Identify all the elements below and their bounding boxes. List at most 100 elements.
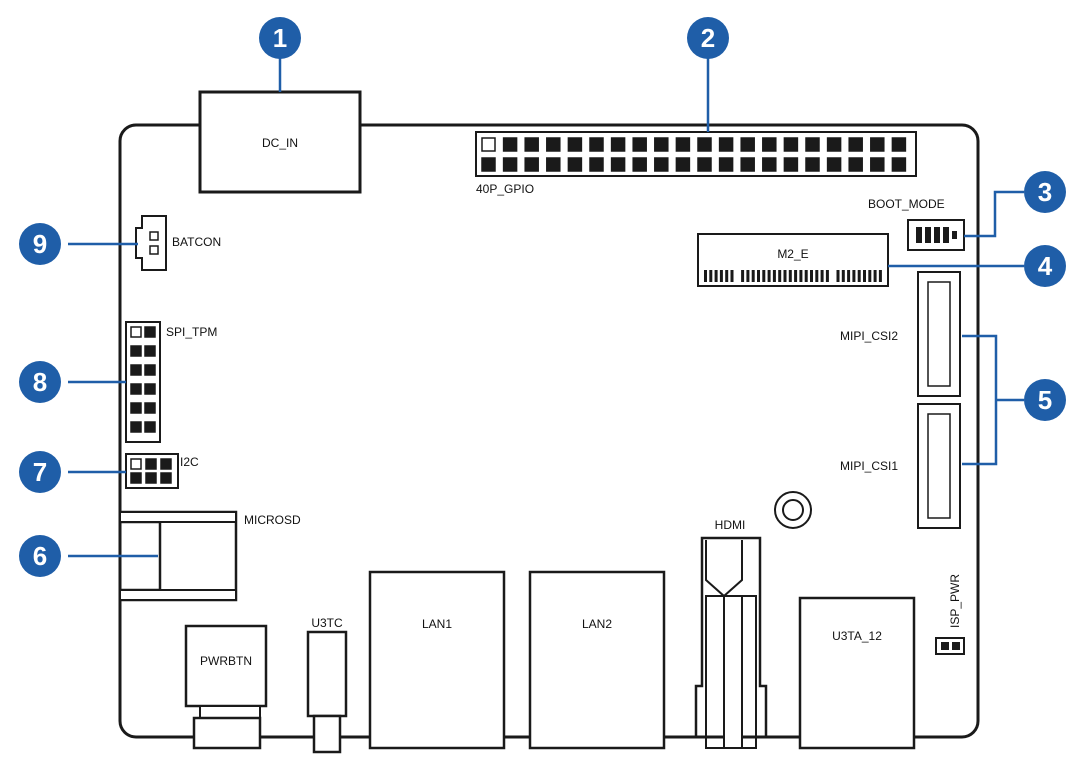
callout-3: 3 bbox=[1024, 171, 1066, 213]
m2-contact bbox=[709, 270, 713, 282]
m2-contact bbox=[804, 270, 808, 282]
gpio-pin bbox=[481, 157, 496, 172]
lan1-label: LAN1 bbox=[422, 617, 452, 631]
callout-9: 9 bbox=[19, 223, 61, 265]
callout-number: 3 bbox=[1038, 177, 1052, 207]
m2-contact bbox=[704, 270, 707, 282]
gpio-pin bbox=[632, 157, 647, 172]
pwrbtn-label: PWRBTN bbox=[200, 654, 252, 668]
gpio-pin bbox=[783, 157, 799, 172]
callout-circle bbox=[19, 361, 61, 403]
gpio-pin bbox=[805, 157, 820, 172]
spi-tpm-pin bbox=[130, 364, 142, 376]
m2-contact bbox=[719, 270, 723, 282]
m2-contact bbox=[714, 270, 718, 282]
m2-contact bbox=[810, 270, 813, 282]
spi-tpm-pin bbox=[144, 402, 156, 414]
mounting-hole bbox=[774, 491, 812, 529]
spi-tpm-pin bbox=[130, 326, 142, 338]
m2-contact bbox=[762, 270, 766, 282]
m2-contact bbox=[778, 270, 782, 282]
gpio-pin bbox=[870, 157, 885, 172]
callout-leaders bbox=[68, 58, 1024, 558]
m2-contact bbox=[767, 270, 771, 282]
i2c-header: I2C bbox=[125, 453, 199, 489]
callout-circle bbox=[259, 17, 301, 59]
usb-a-port: U3TA_12 bbox=[798, 596, 916, 750]
gpio-pin bbox=[524, 137, 539, 152]
gpio-pin bbox=[718, 137, 734, 152]
spi-tpm-pin bbox=[130, 402, 142, 414]
isp-pwr-jumper: ISP_PWR bbox=[935, 574, 965, 655]
gpio-label: 40P_GPIO bbox=[476, 182, 534, 196]
spi-tpm-pin bbox=[130, 383, 142, 395]
m2-contact bbox=[794, 270, 798, 282]
m2-contact bbox=[868, 270, 872, 282]
gpio-pin bbox=[632, 137, 647, 152]
gpio-pin bbox=[718, 157, 734, 172]
m2-contact bbox=[878, 270, 882, 282]
gpio-pin bbox=[697, 137, 712, 152]
power-button: PWRBTN bbox=[184, 624, 268, 750]
gpio-pin bbox=[805, 137, 820, 152]
m2-contact bbox=[746, 270, 750, 282]
gpio-header: 40P_GPIO bbox=[475, 131, 917, 196]
gpio-pin bbox=[567, 137, 583, 152]
callout-number: 7 bbox=[33, 457, 47, 487]
gpio-pin bbox=[567, 157, 583, 172]
i2c-pin bbox=[145, 472, 157, 484]
u3tc-label: U3TC bbox=[311, 616, 343, 630]
callout-number: 4 bbox=[1038, 251, 1053, 281]
i2c-label: I2C bbox=[180, 455, 199, 469]
m2-contact bbox=[730, 270, 734, 282]
gpio-pin bbox=[826, 157, 842, 172]
gpio-pin bbox=[654, 157, 669, 172]
microsd-slot: MICROSD bbox=[119, 510, 301, 602]
boot-mode-switch: BOOT_MODE bbox=[868, 197, 965, 251]
gpio-pin bbox=[610, 157, 626, 172]
spi-tpm-pin bbox=[144, 421, 156, 433]
gpio-pin bbox=[891, 137, 907, 152]
u3ta-12-label: U3TA_12 bbox=[832, 629, 882, 643]
callout-number: 8 bbox=[33, 367, 47, 397]
mipi-csi2-connector: MIPI_CSI2 bbox=[840, 271, 961, 397]
mipi-csi1-connector: MIPI_CSI1 bbox=[840, 403, 961, 529]
spi-tpm-pin bbox=[144, 364, 156, 376]
m2-contact bbox=[873, 270, 877, 282]
spi-tpm-pin bbox=[144, 326, 156, 338]
lan2-port: LAN2 bbox=[528, 570, 666, 750]
gpio-pin bbox=[481, 137, 496, 152]
i2c-pin bbox=[160, 458, 172, 470]
callout-number: 5 bbox=[1038, 385, 1052, 415]
batcon-connector: BATCON bbox=[135, 215, 221, 271]
hdmi-port: HDMI bbox=[694, 518, 768, 749]
spi-tpm-pin bbox=[130, 421, 142, 433]
gpio-pin bbox=[891, 157, 907, 172]
gpio-pin bbox=[546, 157, 561, 172]
m2-contact bbox=[757, 270, 760, 282]
mipi-csi2-label: MIPI_CSI2 bbox=[840, 329, 898, 343]
gpio-pin bbox=[848, 137, 863, 152]
spi-tpm-pin bbox=[130, 345, 142, 357]
i2c-pin bbox=[130, 472, 142, 484]
callout-circle bbox=[19, 535, 61, 577]
callout-number: 6 bbox=[33, 541, 47, 571]
callout-7: 7 bbox=[19, 451, 61, 493]
callout-circle bbox=[1024, 245, 1066, 287]
callout-2: 2 bbox=[687, 17, 729, 59]
gpio-pin bbox=[697, 157, 712, 172]
m2-e-slot: M2_E bbox=[697, 233, 889, 287]
gpio-pin bbox=[675, 157, 691, 172]
m2-contact bbox=[841, 270, 845, 282]
i2c-pin bbox=[130, 458, 142, 470]
lan2-label: LAN2 bbox=[582, 617, 612, 631]
m2-contact bbox=[783, 270, 787, 282]
callout-4: 4 bbox=[1024, 245, 1066, 287]
callout-number: 9 bbox=[33, 229, 47, 259]
spi-tpm-pin bbox=[144, 345, 156, 357]
callout-circle bbox=[1024, 171, 1066, 213]
gpio-pin bbox=[848, 157, 863, 172]
isp-pwr-label: ISP_PWR bbox=[948, 574, 962, 628]
